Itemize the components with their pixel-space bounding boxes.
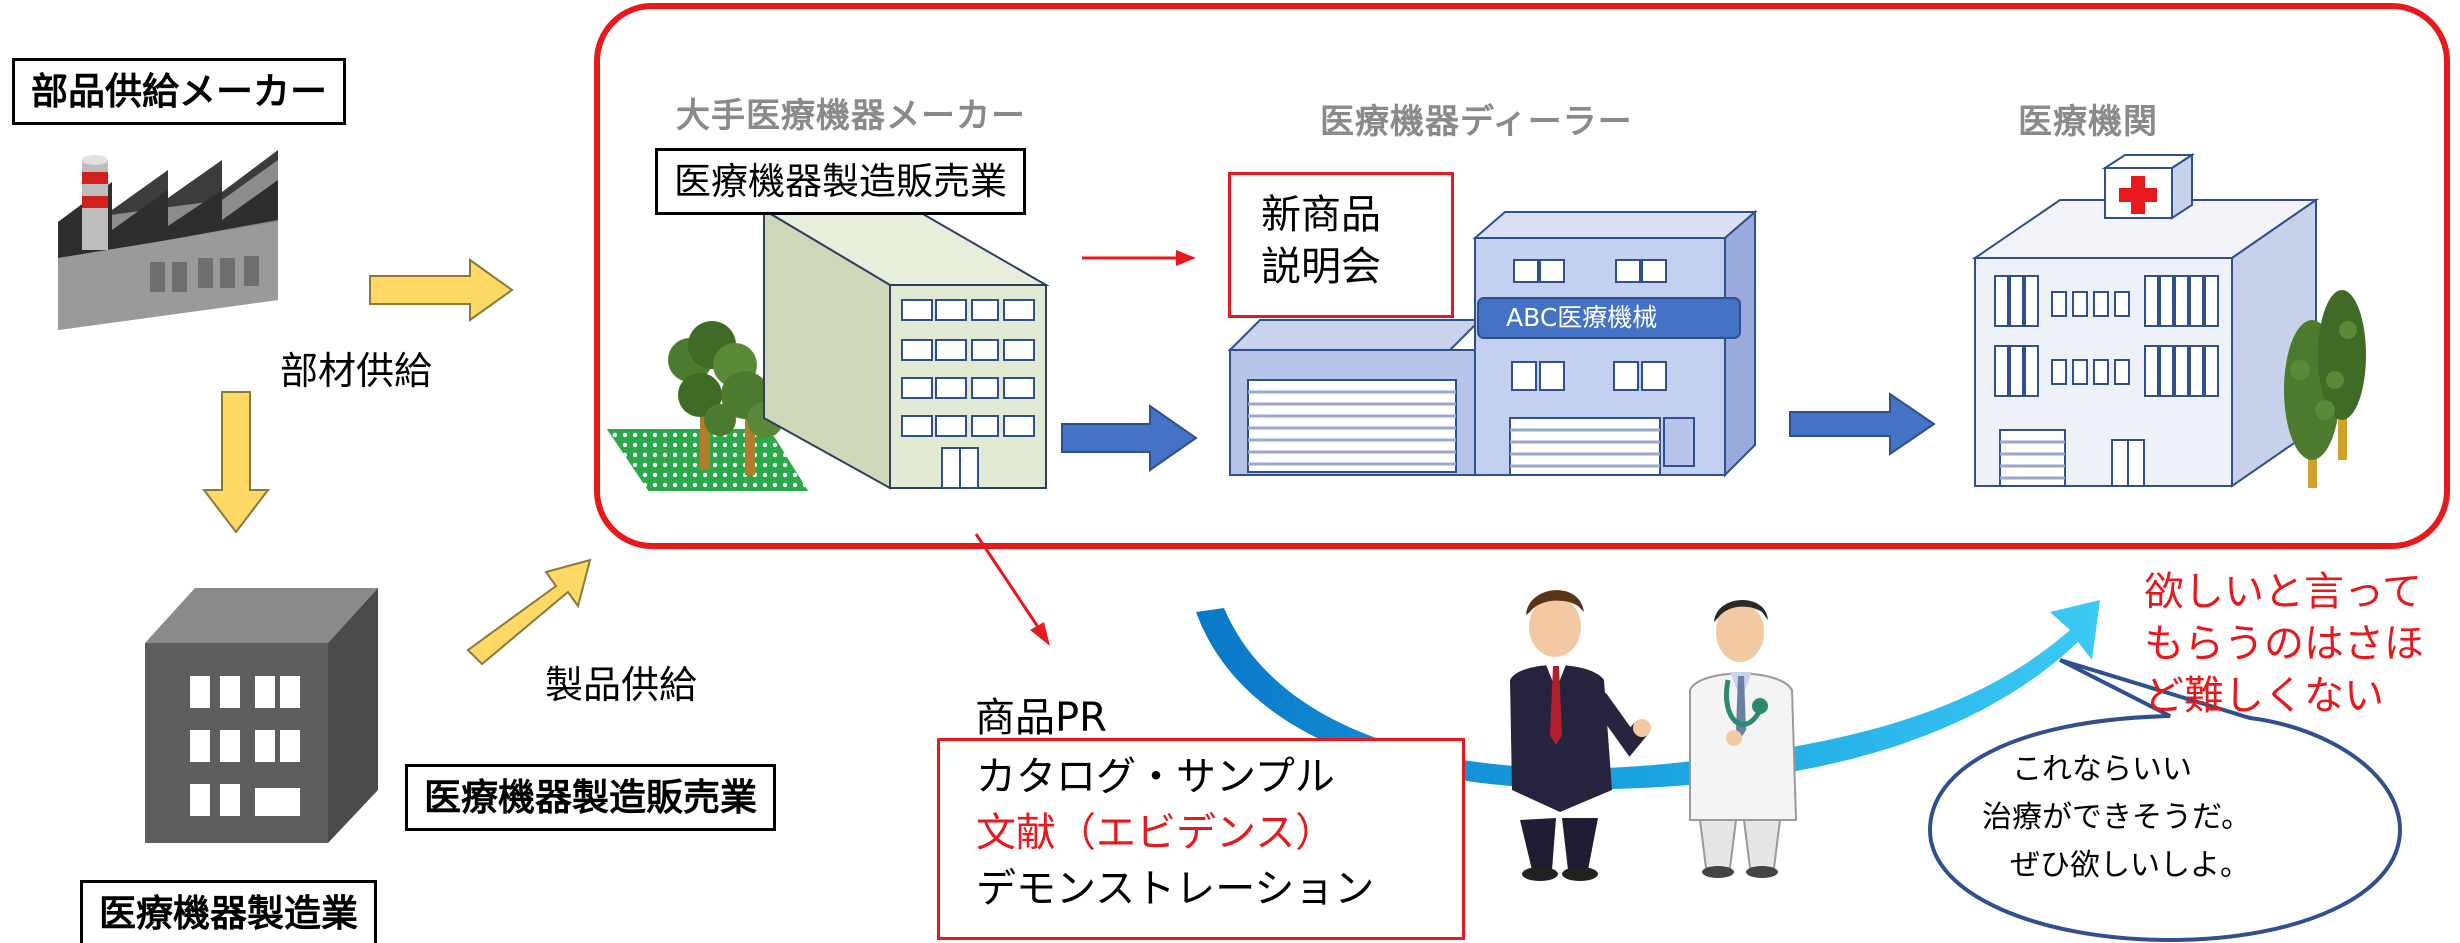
promo-item-evidence: 文献（エビデンス） <box>976 810 1336 856</box>
dealer-heading: 医療機器ディーラー <box>1320 102 1633 142</box>
maker-heading: 大手医療機器メーカー <box>676 96 1026 136</box>
doctor-icon <box>1689 599 1798 878</box>
main-flow-frame <box>594 3 2450 549</box>
promo-item-demo: デモンストレーション <box>976 866 1375 912</box>
dealer-to-hospital-arrow <box>1789 392 1936 456</box>
promo-arrowhead <box>1030 622 1050 646</box>
salesperson-icon <box>1510 590 1651 881</box>
hospital-building-icon <box>1971 153 2366 488</box>
hospital-tree-icon <box>2284 290 2366 488</box>
material-supply-label: 部材供給 <box>280 349 433 393</box>
manufacturer-building-icon <box>145 588 378 843</box>
note-line-2: もらうのはさほ <box>2144 621 2424 667</box>
customer-flow-curve-arrow <box>1196 600 2100 790</box>
promo-box: カタログ・サンプル 文献（エビデンス） デモンストレーション <box>937 738 1465 940</box>
maker-to-dealer-arrow <box>1061 404 1198 472</box>
material-supply-arrow-right <box>369 258 514 322</box>
briefing-arrowhead <box>1176 250 1196 266</box>
promo-title: 商品PR <box>975 695 1107 741</box>
maker-building-icon <box>603 208 1050 493</box>
tree-icon <box>668 321 783 475</box>
dealer-sign-board <box>1477 297 1741 339</box>
dealer-sign-text: ABC医療機械 <box>1506 303 1658 332</box>
speech-line-1: これならいい <box>2012 752 2192 787</box>
mfg-sales-license-label: 医療機器製造販売業 <box>405 764 776 831</box>
speech-line-2: 治療ができそうだ。 <box>1982 800 2252 835</box>
briefing-box: 新商品 説明会 <box>1228 172 1454 318</box>
product-supply-label: 製品供給 <box>545 663 698 707</box>
dealer-building-icon <box>1227 209 1758 478</box>
maker-license-label: 医療機器製造販売業 <box>655 148 1026 215</box>
material-supply-arrow-down <box>201 391 271 534</box>
hospital-heading: 医療機関 <box>2018 102 2158 142</box>
note-line-3: ど難しくない <box>2144 673 2384 719</box>
note-line-1: 欲しいと言って <box>2144 569 2422 615</box>
mfg-license-label: 医療機器製造業 <box>80 880 377 943</box>
speech-line-3: ぜひ欲しいしよ。 <box>2010 848 2250 883</box>
briefing-line-1: 新商品 <box>1261 192 1381 238</box>
promo-item-catalog: カタログ・サンプル <box>976 754 1335 800</box>
promo-arrow <box>974 533 1042 631</box>
factory-icon <box>58 150 278 330</box>
speech-bubble <box>1927 658 2403 943</box>
product-supply-arrow <box>466 558 592 666</box>
briefing-line-2: 説明会 <box>1261 244 1381 290</box>
parts-supplier-label: 部品供給メーカー <box>12 58 346 125</box>
